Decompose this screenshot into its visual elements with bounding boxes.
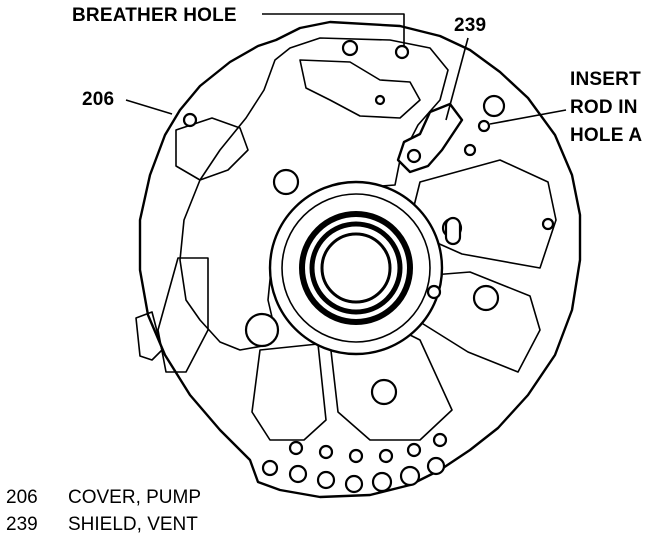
bolt-hole xyxy=(341,39,359,57)
bolt-hole xyxy=(318,444,334,460)
bolt-hole xyxy=(344,474,364,494)
bolt-hole xyxy=(432,432,448,448)
bolt-hole xyxy=(399,465,421,487)
legend-number: 239 xyxy=(6,514,38,535)
hub-ring-4 xyxy=(309,221,403,315)
bolt-hole xyxy=(272,168,300,196)
left-passage xyxy=(157,257,209,373)
hub-bore xyxy=(320,232,392,304)
hub-ring-2 xyxy=(281,193,431,343)
hole-a xyxy=(477,119,491,133)
bolt-hole xyxy=(370,378,398,406)
bolt-holes xyxy=(182,39,555,494)
legend-number: 206 xyxy=(6,487,38,508)
bolt-hole xyxy=(371,471,393,493)
bolt-hole xyxy=(472,284,500,312)
vent-shield-hole xyxy=(406,148,422,164)
legend-description: SHIELD, VENT xyxy=(68,514,198,535)
legend-row: 206 COVER, PUMP xyxy=(6,486,201,510)
slot xyxy=(444,216,462,246)
insert-rod-callout-line3: HOLE A xyxy=(570,125,643,146)
vent-shield xyxy=(396,102,464,174)
bolt-hole xyxy=(288,440,304,456)
bolt-hole xyxy=(374,94,386,106)
bolt-hole xyxy=(426,284,442,300)
legend-description: COVER, PUMP xyxy=(68,487,202,508)
left-slot xyxy=(135,311,163,361)
leader-239 xyxy=(445,37,469,121)
bolt-hole xyxy=(261,459,279,477)
insert-rod-callout-line2: ROD IN xyxy=(570,97,638,118)
bolt-hole xyxy=(378,448,394,464)
bolt-hole xyxy=(541,217,555,231)
bolt-hole xyxy=(244,312,280,348)
bolt-hole xyxy=(426,456,446,476)
hub-ring-3 xyxy=(299,211,413,325)
breather-hole-callout: BREATHER HOLE xyxy=(72,5,237,26)
right-rib-lower xyxy=(419,271,541,373)
part-206-callout: 206 xyxy=(82,89,115,110)
left-channel xyxy=(175,117,249,181)
bolt-hole xyxy=(288,464,308,484)
breather-hole xyxy=(394,44,410,60)
bolt-hole xyxy=(482,94,506,118)
bolt-hole xyxy=(406,442,422,458)
bolt-hole xyxy=(348,448,364,464)
bottom-left-rib xyxy=(251,343,327,441)
part-239-callout: 239 xyxy=(454,15,487,36)
insert-rod-callout-line1: INSERT xyxy=(570,69,641,90)
bolt-hole xyxy=(316,470,336,490)
leader-206 xyxy=(125,99,173,115)
inner-rib-outline xyxy=(179,37,449,351)
leader-insert-rod xyxy=(489,109,567,125)
legend-row: 239 SHIELD, VENT xyxy=(6,513,198,537)
top-rib xyxy=(299,59,421,119)
leader-breather-hole xyxy=(262,13,405,46)
bolt-hole xyxy=(463,143,477,157)
bolt-hole xyxy=(182,112,198,128)
